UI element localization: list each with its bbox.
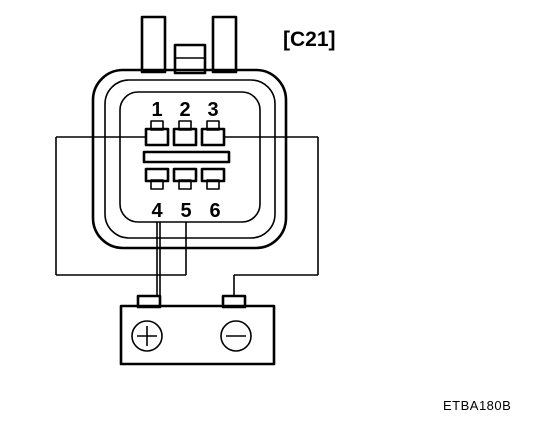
- pin-number-5: 5: [180, 200, 191, 222]
- connector-id-label: [C21]: [283, 28, 336, 51]
- bottom-pin-row: [144, 167, 226, 190]
- connector-key-bar: [142, 150, 231, 164]
- positive-icon: [137, 326, 157, 346]
- pin-number-4: 4: [151, 200, 163, 222]
- pin-5: [172, 167, 198, 190]
- negative-terminal: [221, 294, 247, 309]
- figure-code: ETBA180B: [443, 398, 511, 413]
- pin-4: [144, 167, 170, 190]
- pin-2: [172, 120, 198, 147]
- pin-3: [200, 120, 226, 147]
- pin-6: [200, 167, 226, 190]
- top-pin-row: [144, 120, 226, 147]
- wiring: [55, 136, 319, 296]
- pin-number-1: 1: [151, 99, 162, 121]
- pin-1: [144, 120, 170, 147]
- battery: [119, 294, 276, 366]
- positive-symbol-circle: [131, 320, 163, 352]
- pin-number-2: 2: [179, 99, 190, 121]
- pin-number-6: 6: [209, 200, 220, 222]
- connector-latch: [140, 15, 238, 75]
- pin-number-3: 3: [207, 99, 218, 121]
- connector-housing: [91, 68, 288, 250]
- negative-symbol-circle: [220, 320, 252, 352]
- positive-terminal: [136, 294, 162, 309]
